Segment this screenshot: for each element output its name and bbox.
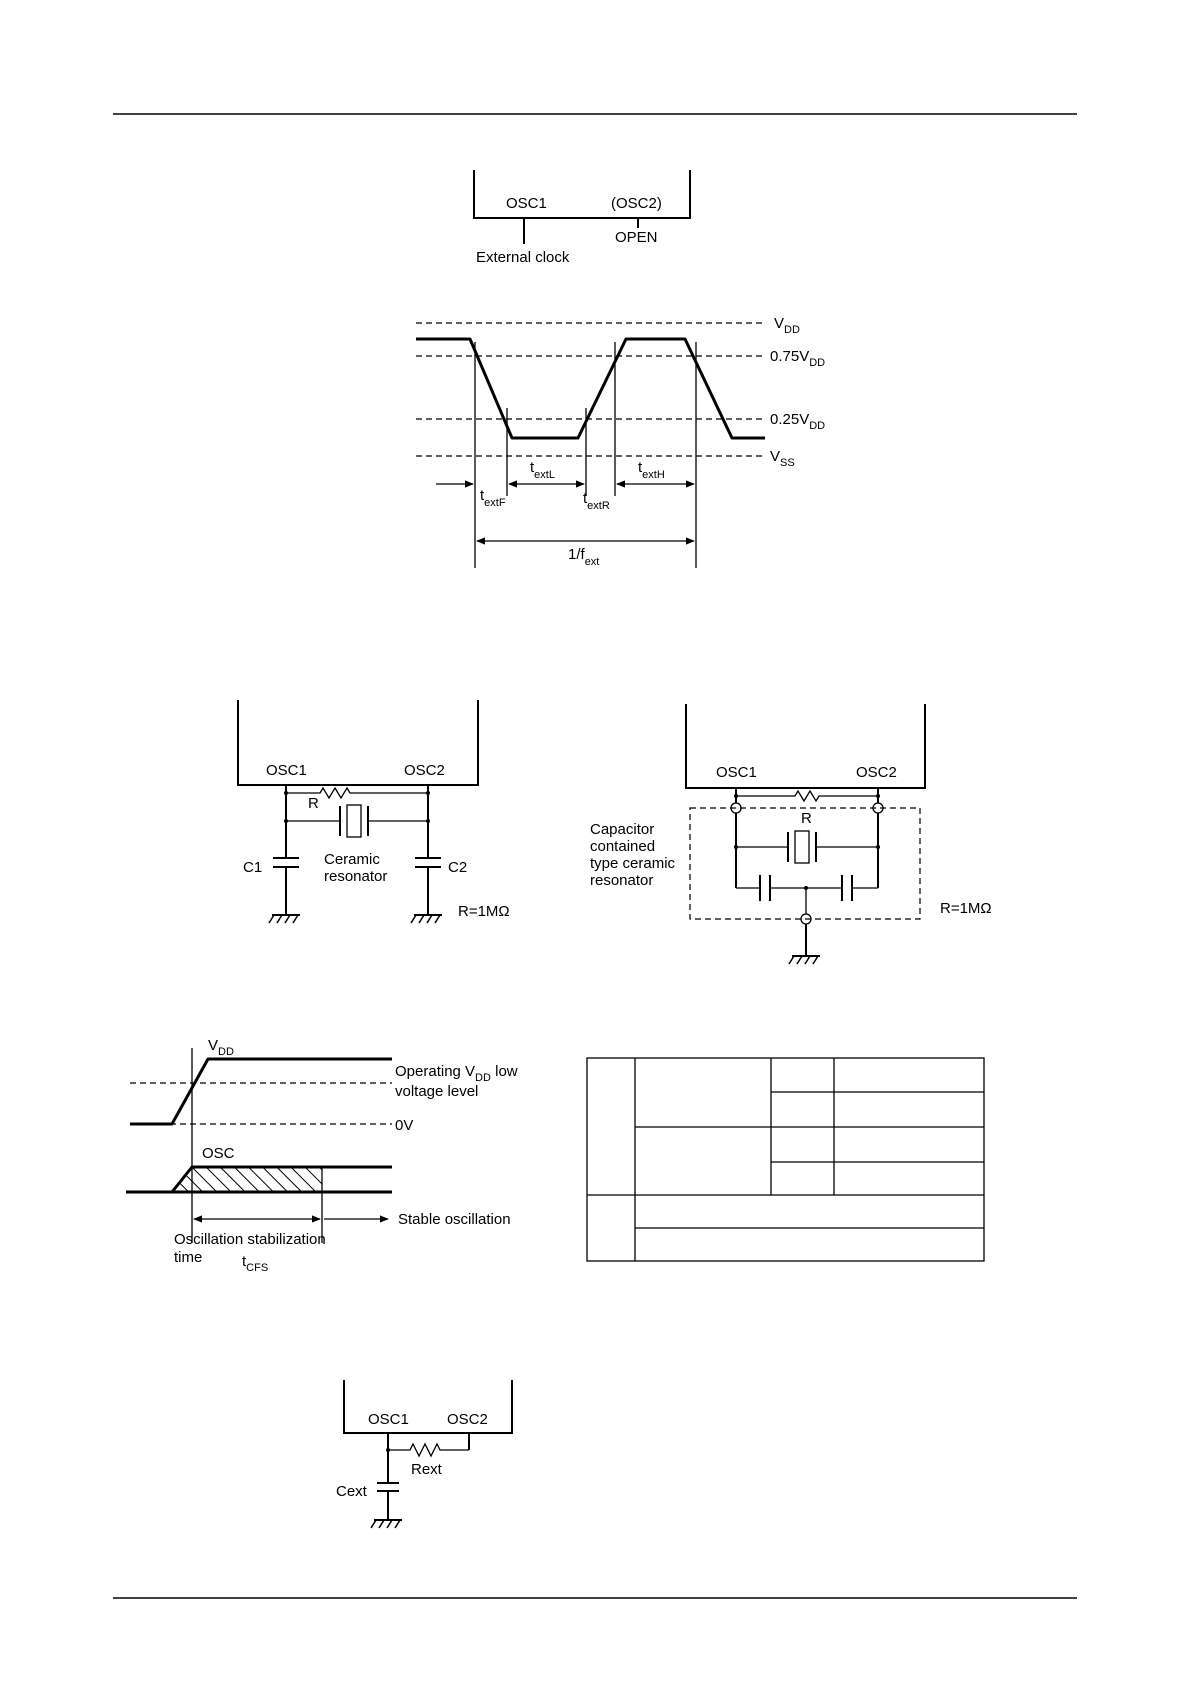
osc2-label: (OSC2) xyxy=(611,195,662,212)
osc-label: OSC xyxy=(202,1145,235,1162)
rext-label: Rext xyxy=(411,1461,443,1478)
resonator-label: resonator xyxy=(324,868,387,885)
time-label: time xyxy=(174,1249,202,1266)
osc2-label: OSC2 xyxy=(856,764,897,781)
v075-level-label: 0.75VDD xyxy=(770,348,825,369)
r-value-label: R=1MΩ xyxy=(458,903,510,920)
oscillation-hatch xyxy=(192,1167,322,1192)
oscillation-stabilization-diagram: VDD Operating VDD low voltage level 0V O… xyxy=(126,1037,518,1274)
stabilization-label: Oscillation stabilization xyxy=(174,1231,326,1248)
osc2-label: OSC2 xyxy=(404,762,445,779)
vdd-level-label: VDD xyxy=(774,315,800,336)
voltage-level-label: voltage level xyxy=(395,1083,478,1100)
cext-label: Cext xyxy=(336,1483,368,1500)
textR-label: textR xyxy=(583,490,610,512)
osc1-label: OSC1 xyxy=(368,1411,409,1428)
osc2-label: OSC2 xyxy=(447,1411,488,1428)
ceramic-label: Ceramic xyxy=(324,851,380,868)
vdd-ramp xyxy=(130,1057,392,1126)
textL-label: textL xyxy=(530,459,555,481)
vss-level-label: VSS xyxy=(770,448,795,469)
c1-label: C1 xyxy=(243,859,262,876)
stable-oscillation-label: Stable oscillation xyxy=(398,1211,511,1228)
operating-vdd-label: Operating VDD low xyxy=(395,1063,518,1084)
vdd-label: VDD xyxy=(208,1037,234,1058)
open-label: OPEN xyxy=(615,229,658,246)
r-value-label: R=1MΩ xyxy=(940,900,992,917)
specification-table xyxy=(586,1057,985,1262)
ceramic-resonator-circuit: OSC1 OSC2 R C1 C2 Ceramic resonator R=1M… xyxy=(237,700,510,924)
external-clock-label: External clock xyxy=(476,249,570,266)
contained-label: contained xyxy=(590,838,655,855)
type-ceramic-label: type ceramic xyxy=(590,855,676,872)
capacitor-contained-resonator-circuit: OSC1 OSC2 R Capacitor contained typ xyxy=(590,704,992,965)
clock-waveform xyxy=(416,337,765,440)
external-clock-timing-diagram: VDD 0.75VDD 0.25VDD VSS textF textL text… xyxy=(416,315,825,568)
period-label: 1/fext xyxy=(568,546,599,568)
zero-v-label: 0V xyxy=(395,1117,413,1134)
external-clock-pin-diagram: OSC1 (OSC2) OPEN External clock xyxy=(473,170,691,266)
rc-oscillation-circuit: OSC1 OSC2 Rext Cext xyxy=(336,1380,513,1529)
resonator-label: resonator xyxy=(590,872,653,889)
v025-level-label: 0.25VDD xyxy=(770,411,825,432)
textF-label: textF xyxy=(480,487,506,509)
r-label: R xyxy=(308,795,319,812)
r-label: R xyxy=(801,810,812,827)
c2-label: C2 xyxy=(448,859,467,876)
osc1-label: OSC1 xyxy=(506,195,547,212)
osc1-label: OSC1 xyxy=(716,764,757,781)
capacitor-label: Capacitor xyxy=(590,821,654,838)
textH-label: textH xyxy=(638,459,665,481)
osc1-label: OSC1 xyxy=(266,762,307,779)
tcfs-label: tCFS xyxy=(242,1253,268,1274)
